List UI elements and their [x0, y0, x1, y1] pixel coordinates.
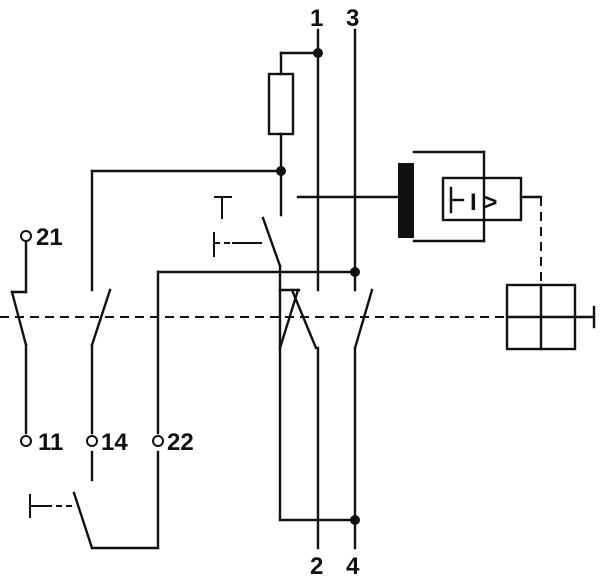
junction-dot — [350, 267, 360, 277]
test-contact — [261, 216, 282, 268]
aux-line-22 — [72, 270, 160, 550]
terminal-22-label: 22 — [167, 429, 194, 456]
terminal-21-label: 21 — [36, 224, 63, 251]
pole-n-contact — [278, 288, 300, 350]
overcurrent-relay-icon: I > — [441, 176, 543, 222]
terminal-22-circle — [152, 435, 164, 447]
aux-contact-21-11 — [10, 241, 28, 435]
test-button-icon[interactable] — [213, 196, 262, 257]
terminal-4-label: 4 — [346, 553, 360, 580]
junction-dot — [313, 48, 323, 58]
junction-dot — [350, 515, 360, 525]
pole-3-wiring — [353, 28, 374, 550]
terminal-2-label: 2 — [310, 553, 323, 580]
pole-3-contact — [353, 288, 374, 350]
test-circuit — [90, 132, 357, 522]
junction-dot — [276, 166, 286, 176]
terminal-21-circle — [20, 230, 32, 242]
terminal-1-label: 1 — [310, 5, 323, 32]
coil-icon — [296, 150, 486, 243]
terminal-14-circle — [86, 435, 98, 447]
mechanism-box-icon — [505, 283, 596, 351]
terminal-11-circle — [20, 435, 32, 447]
terminal-14-label: 14 — [101, 429, 128, 456]
terminal-11-label: 11 — [38, 429, 63, 456]
relay-symbol: I > — [470, 189, 497, 216]
resistor-icon — [267, 72, 295, 136]
aux-contact-14 — [90, 288, 112, 435]
reset-contact — [72, 491, 94, 550]
reset-button-icon[interactable] — [29, 494, 72, 518]
terminal-3-label: 3 — [346, 5, 359, 32]
